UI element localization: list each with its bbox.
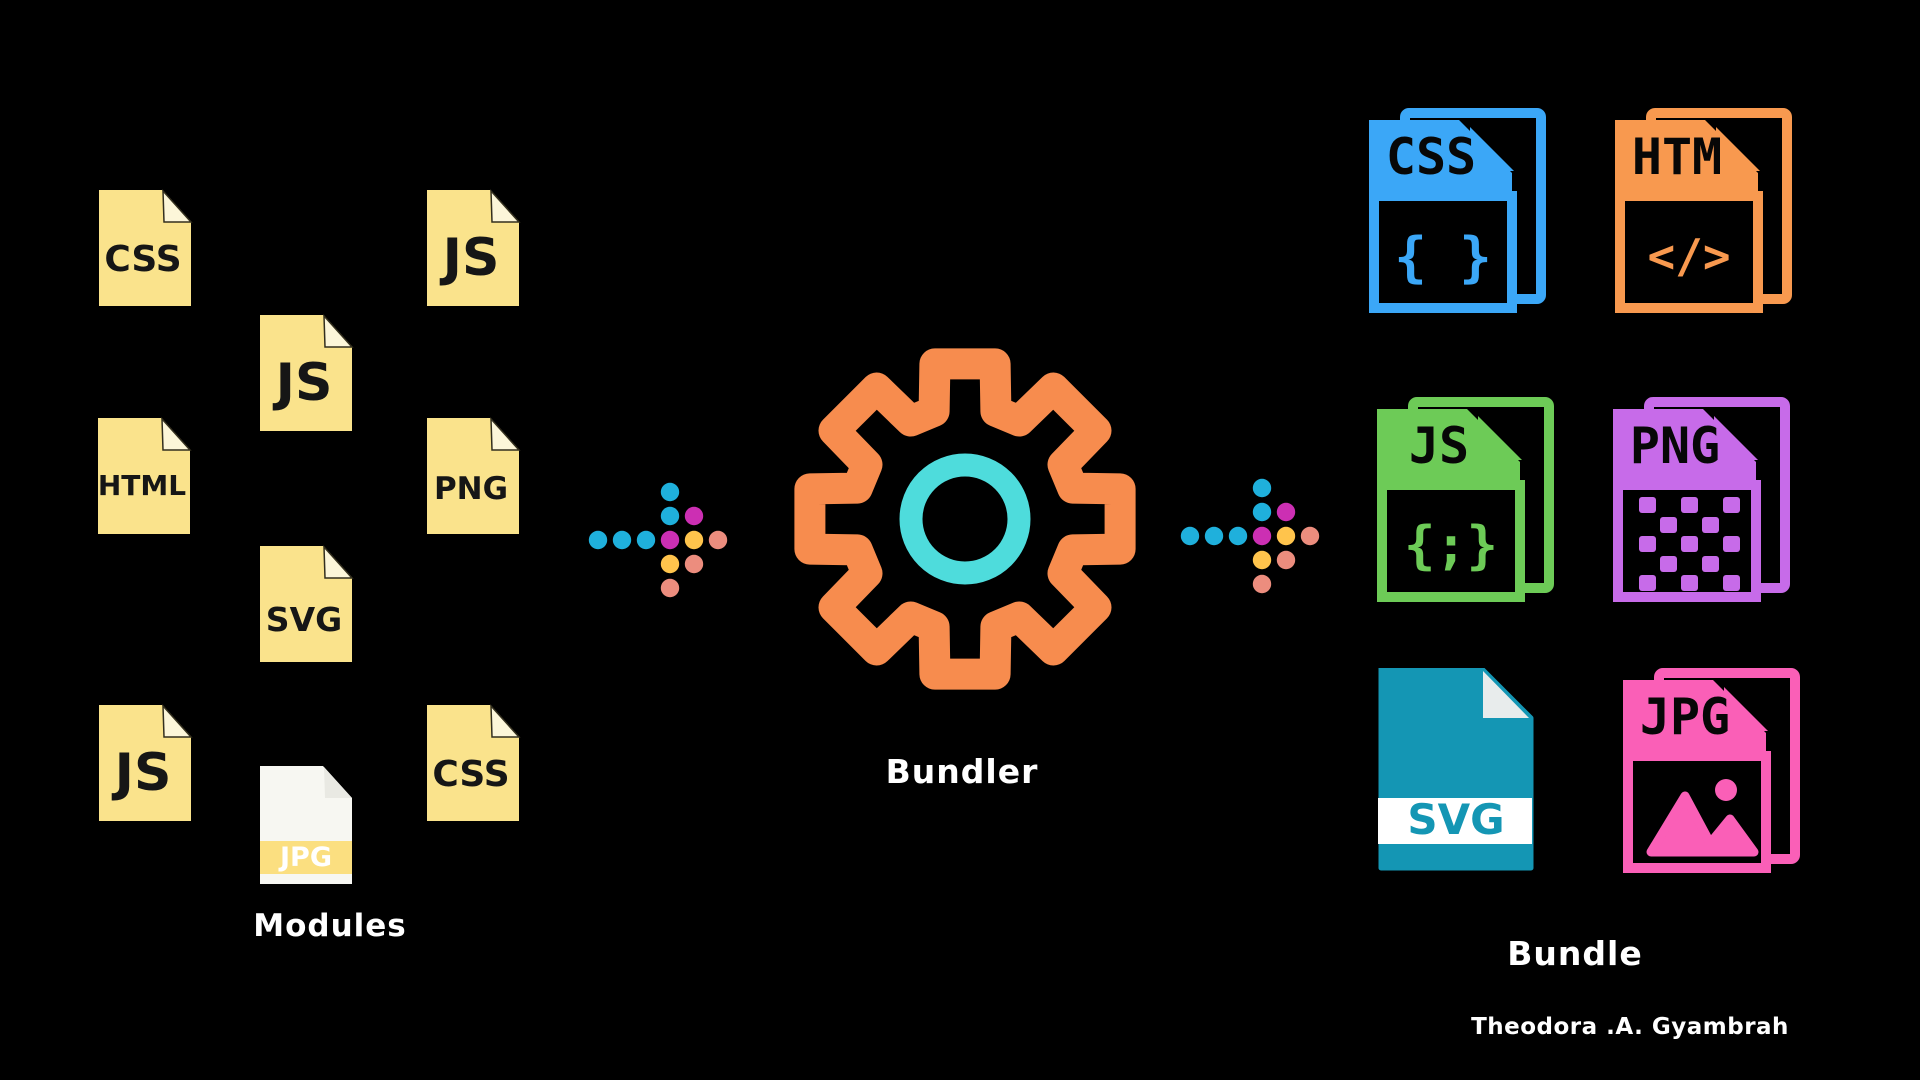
file-fold-icon [162,703,193,738]
file-fold-icon [1714,416,1758,460]
checkerboard-pattern [1639,497,1740,591]
modules-label: Modules [253,908,407,944]
file-fold-icon [490,416,521,451]
file-body [1377,480,1525,602]
braces-glyph: { } [1394,226,1492,289]
bundle-file-png: PNG [1613,397,1790,602]
file-label: JPG [278,842,332,873]
arrow-dot [660,482,680,502]
file-fold-icon [1478,416,1522,460]
arrow-dot [1276,550,1296,570]
arrow-dot [1252,502,1272,522]
arrow-dot [684,506,704,526]
file-fold-icon [323,544,354,579]
gear-center-ring [899,453,1031,585]
arrow-dots-icon-right [1180,478,1320,594]
bundle-file-svg: SVG [1378,668,1534,871]
file-fold-icon [1483,671,1529,718]
module-file-svg: SVG [260,544,354,662]
arrow-dot [660,578,680,598]
arrow-dots-icon-left [588,482,728,598]
module-file-css-1: CSS [99,188,193,306]
arrow-dot [660,506,680,526]
file-body [1615,191,1763,313]
module-file-js-3: JS [99,703,193,821]
file-label: SVG [1407,795,1504,844]
arrow-dot [1252,478,1272,498]
arrow-dot [1180,526,1200,546]
file-label: CSS [1386,128,1476,186]
arrow-dot [660,530,680,550]
bundler-gear-icon [794,348,1136,690]
file-fold-icon [324,767,352,798]
file-fold-icon [1724,687,1768,731]
module-file-jpg: JPG [260,766,352,884]
arrow-dot [588,530,608,550]
bundler-label: Bundler [885,752,1039,791]
bundle-file-htm: HTM </> [1615,108,1792,313]
arrow-dot [1204,526,1224,546]
module-file-css-2: CSS [427,703,521,821]
file-fold-icon [161,416,192,451]
file-label: JS [112,743,172,803]
file-label: HTM [1632,128,1722,186]
file-label: JPG [1640,688,1730,746]
arrow-dot [612,530,632,550]
arrow-dot [1252,574,1272,594]
module-file-png: PNG [427,416,521,534]
file-band [1378,798,1532,844]
file-fold-icon [490,188,521,223]
bundle-label: Bundle [1507,934,1643,973]
code-tag-glyph: </> [1647,229,1730,283]
gear-outline [794,348,1136,690]
file-label: SVG [266,600,342,639]
image-mountains-icon [1646,779,1759,857]
credit-text: Theodora .A. Gyambrah [1471,1014,1789,1040]
braces-semicolon-glyph: {;} [1404,516,1498,576]
bundle-file-jpg: JPG [1623,668,1800,873]
arrow-dot [684,530,704,550]
file-fold-icon [323,313,354,348]
module-file-js-1: JS [427,188,521,306]
file-label: CSS [432,754,509,795]
file-label: JS [1409,417,1469,475]
arrow-dot [708,530,728,550]
arrow-dot [660,554,680,574]
file-label: CSS [104,239,181,280]
file-fold-icon [162,188,193,223]
file-label: PNG [434,471,508,507]
arrow-dot [636,530,656,550]
file-label: JS [273,353,333,413]
file-label: PNG [1630,417,1720,475]
file-band [260,841,352,874]
file-fold-icon [490,703,521,738]
arrow-dot [684,554,704,574]
module-file-js-2: JS [260,313,354,431]
arrow-dot [1276,526,1296,546]
file-label: HTML [98,469,186,502]
arrow-dot [1228,526,1248,546]
file-fold-icon [1716,127,1760,171]
bundle-file-js: JS {;} [1377,397,1554,602]
bundle-file-css: CSS { } [1369,108,1546,313]
file-fold-icon [1470,127,1514,171]
file-label: JS [440,228,500,288]
arrow-dot [1276,502,1296,522]
module-file-html: HTML [98,416,192,534]
arrow-dot [1300,526,1320,546]
arrow-dot [1252,526,1272,546]
arrow-dot [1252,550,1272,570]
